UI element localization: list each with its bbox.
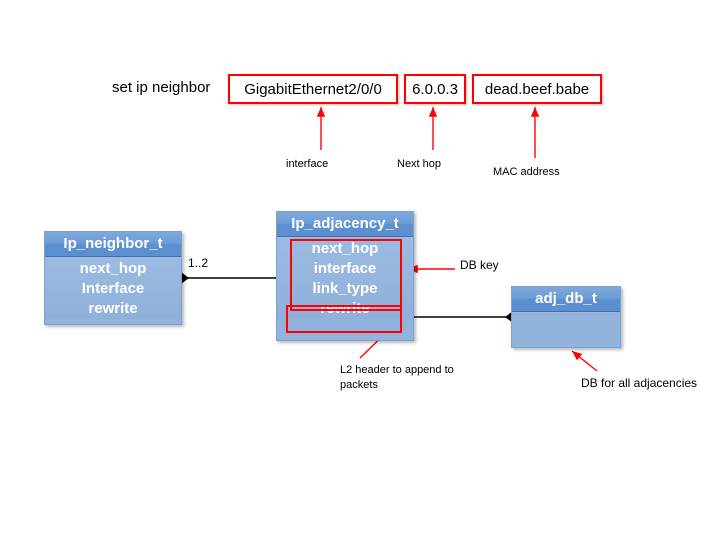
annotation-next-hop: Next hop (397, 158, 442, 170)
highlight-rewrite-field (286, 305, 402, 333)
command-label: set ip neighbor (112, 79, 211, 96)
class-title-ip-neighbor: Ip_neighbor_t (45, 232, 181, 257)
annotation-db-key: DB key (460, 258, 499, 272)
field-rewrite: rewrite (88, 300, 138, 317)
annotation-db-all-adjacencies: DB for all adjacencies (581, 376, 698, 390)
field-link-type: link_type (312, 280, 378, 297)
annotation-interface: interface (286, 158, 329, 170)
class-fields-ip-neighbor: next_hop Interface rewrite (45, 257, 181, 319)
field-next-hop: next_hop (79, 260, 147, 277)
multiplicity-label: 1..2 (188, 256, 209, 270)
command-arg-interface[interactable]: GigabitEthernet2/0/0 (228, 74, 398, 104)
class-box-adj-db[interactable]: adj_db_t (511, 286, 621, 348)
class-fields-adj-db (512, 312, 620, 314)
class-box-ip-neighbor[interactable]: Ip_neighbor_t next_hop Interface rewrite (44, 231, 182, 325)
class-box-ip-adjacency[interactable]: Ip_adjacency_t next_hop interface link_t… (276, 211, 414, 341)
field-interface: interface (313, 260, 377, 277)
field-rewrite: rewrite (320, 300, 370, 317)
annotation-l2-header: L2 header to append to packets (340, 364, 454, 391)
command-arg-next-hop[interactable]: 6.0.0.3 (404, 74, 466, 104)
highlight-db-key-fields (290, 239, 402, 311)
class-title-ip-adjacency: Ip_adjacency_t (277, 212, 413, 237)
class-title-adj-db: adj_db_t (512, 287, 620, 312)
field-interface: Interface (81, 280, 145, 297)
field-next-hop: next_hop (311, 240, 379, 257)
command-arg-mac-address[interactable]: dead.beef.babe (472, 74, 602, 104)
annotation-mac-address: MAC address (493, 166, 560, 178)
arrow-to-adj-db (571, 350, 598, 372)
